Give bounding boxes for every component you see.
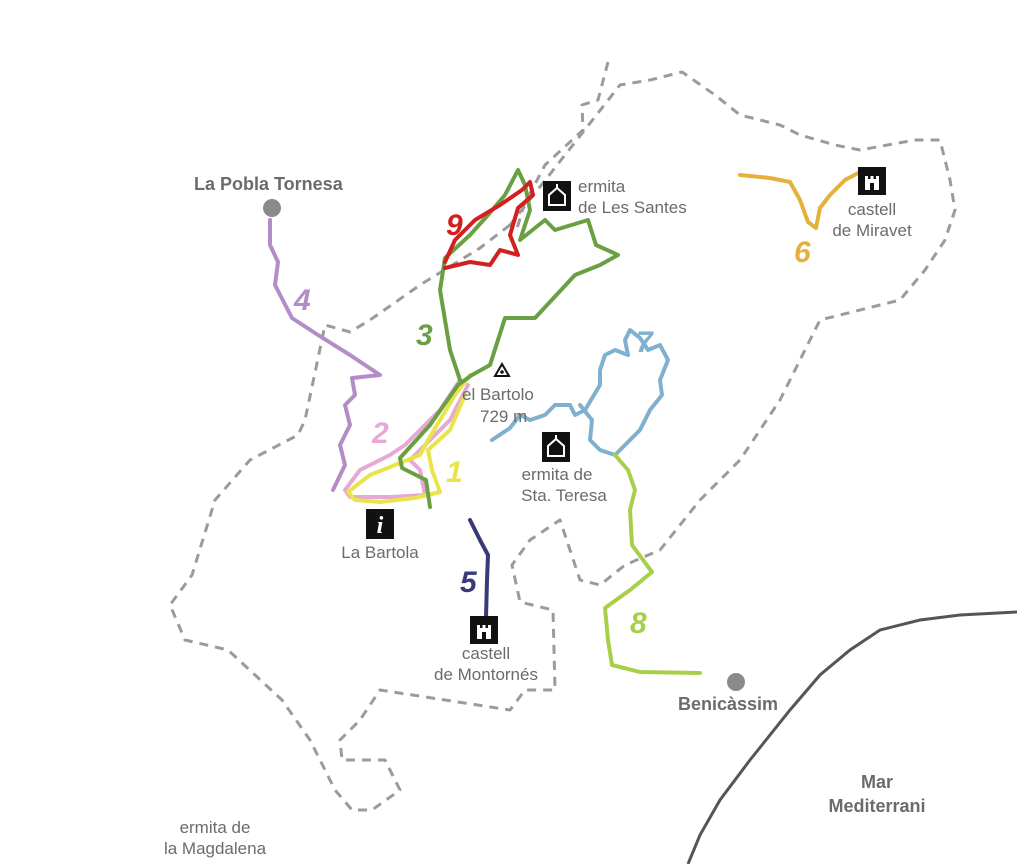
poi-sta-teresa-line1: ermita de <box>522 465 593 484</box>
route-8-label: 8 <box>630 607 647 640</box>
hermitage-icon <box>543 181 571 211</box>
poi-les-santes-line1: ermita <box>578 177 626 196</box>
poi-bartolo-name: el Bartolo <box>462 385 534 404</box>
route-4-path <box>268 218 382 492</box>
hermitage-icon <box>542 432 570 462</box>
route-7-path <box>490 328 670 457</box>
route-2-label: 2 <box>371 417 389 450</box>
route-6-label: 6 <box>794 236 811 269</box>
town-dot-icon <box>263 199 281 217</box>
summit-triangle-icon <box>493 362 511 377</box>
route-8-path <box>603 453 702 675</box>
town-dot-icon <box>727 673 745 691</box>
route-9-path <box>443 180 535 270</box>
info-icon: i <box>366 509 394 539</box>
castle-icon <box>470 616 498 644</box>
poi-magdalena-line2: la Magdalena <box>164 839 267 858</box>
coastline <box>686 610 1017 864</box>
sea-label-line1: Mar <box>861 772 893 792</box>
poi-montornes-line1: castell <box>462 644 510 663</box>
route-4-label: 4 <box>293 284 311 317</box>
route-5-path <box>468 518 490 620</box>
svg-text:i: i <box>377 513 384 539</box>
route-3-label: 3 <box>416 319 433 352</box>
poi-montornes-line2: de Montornés <box>434 665 538 684</box>
route-1-label: 1 <box>446 456 463 489</box>
poi-magdalena-line1: ermita de <box>180 818 251 837</box>
route-6-path <box>738 170 862 230</box>
place-la-pobla-tornesa: La Pobla Tornesa <box>194 174 344 194</box>
route-5-label: 5 <box>460 566 478 599</box>
castle-icon <box>858 167 886 195</box>
poi-miravet-line2: de Miravet <box>832 221 912 240</box>
route-3-path <box>398 168 620 509</box>
poi-la-bartola: La Bartola <box>341 543 419 562</box>
route-7-label: 7 <box>636 326 654 359</box>
poi-bartolo-elevation: 729 m <box>480 407 527 426</box>
poi-les-santes-line2: de Les Santes <box>578 198 687 217</box>
poi-miravet-line1: castell <box>848 200 896 219</box>
route-1-path <box>346 373 472 504</box>
poi-sta-teresa-line2: Sta. Teresa <box>521 486 607 505</box>
place-benicassim: Benicàssim <box>678 694 778 714</box>
sea-label-line2: Mediterrani <box>828 796 925 816</box>
route-9-label: 9 <box>446 209 463 242</box>
